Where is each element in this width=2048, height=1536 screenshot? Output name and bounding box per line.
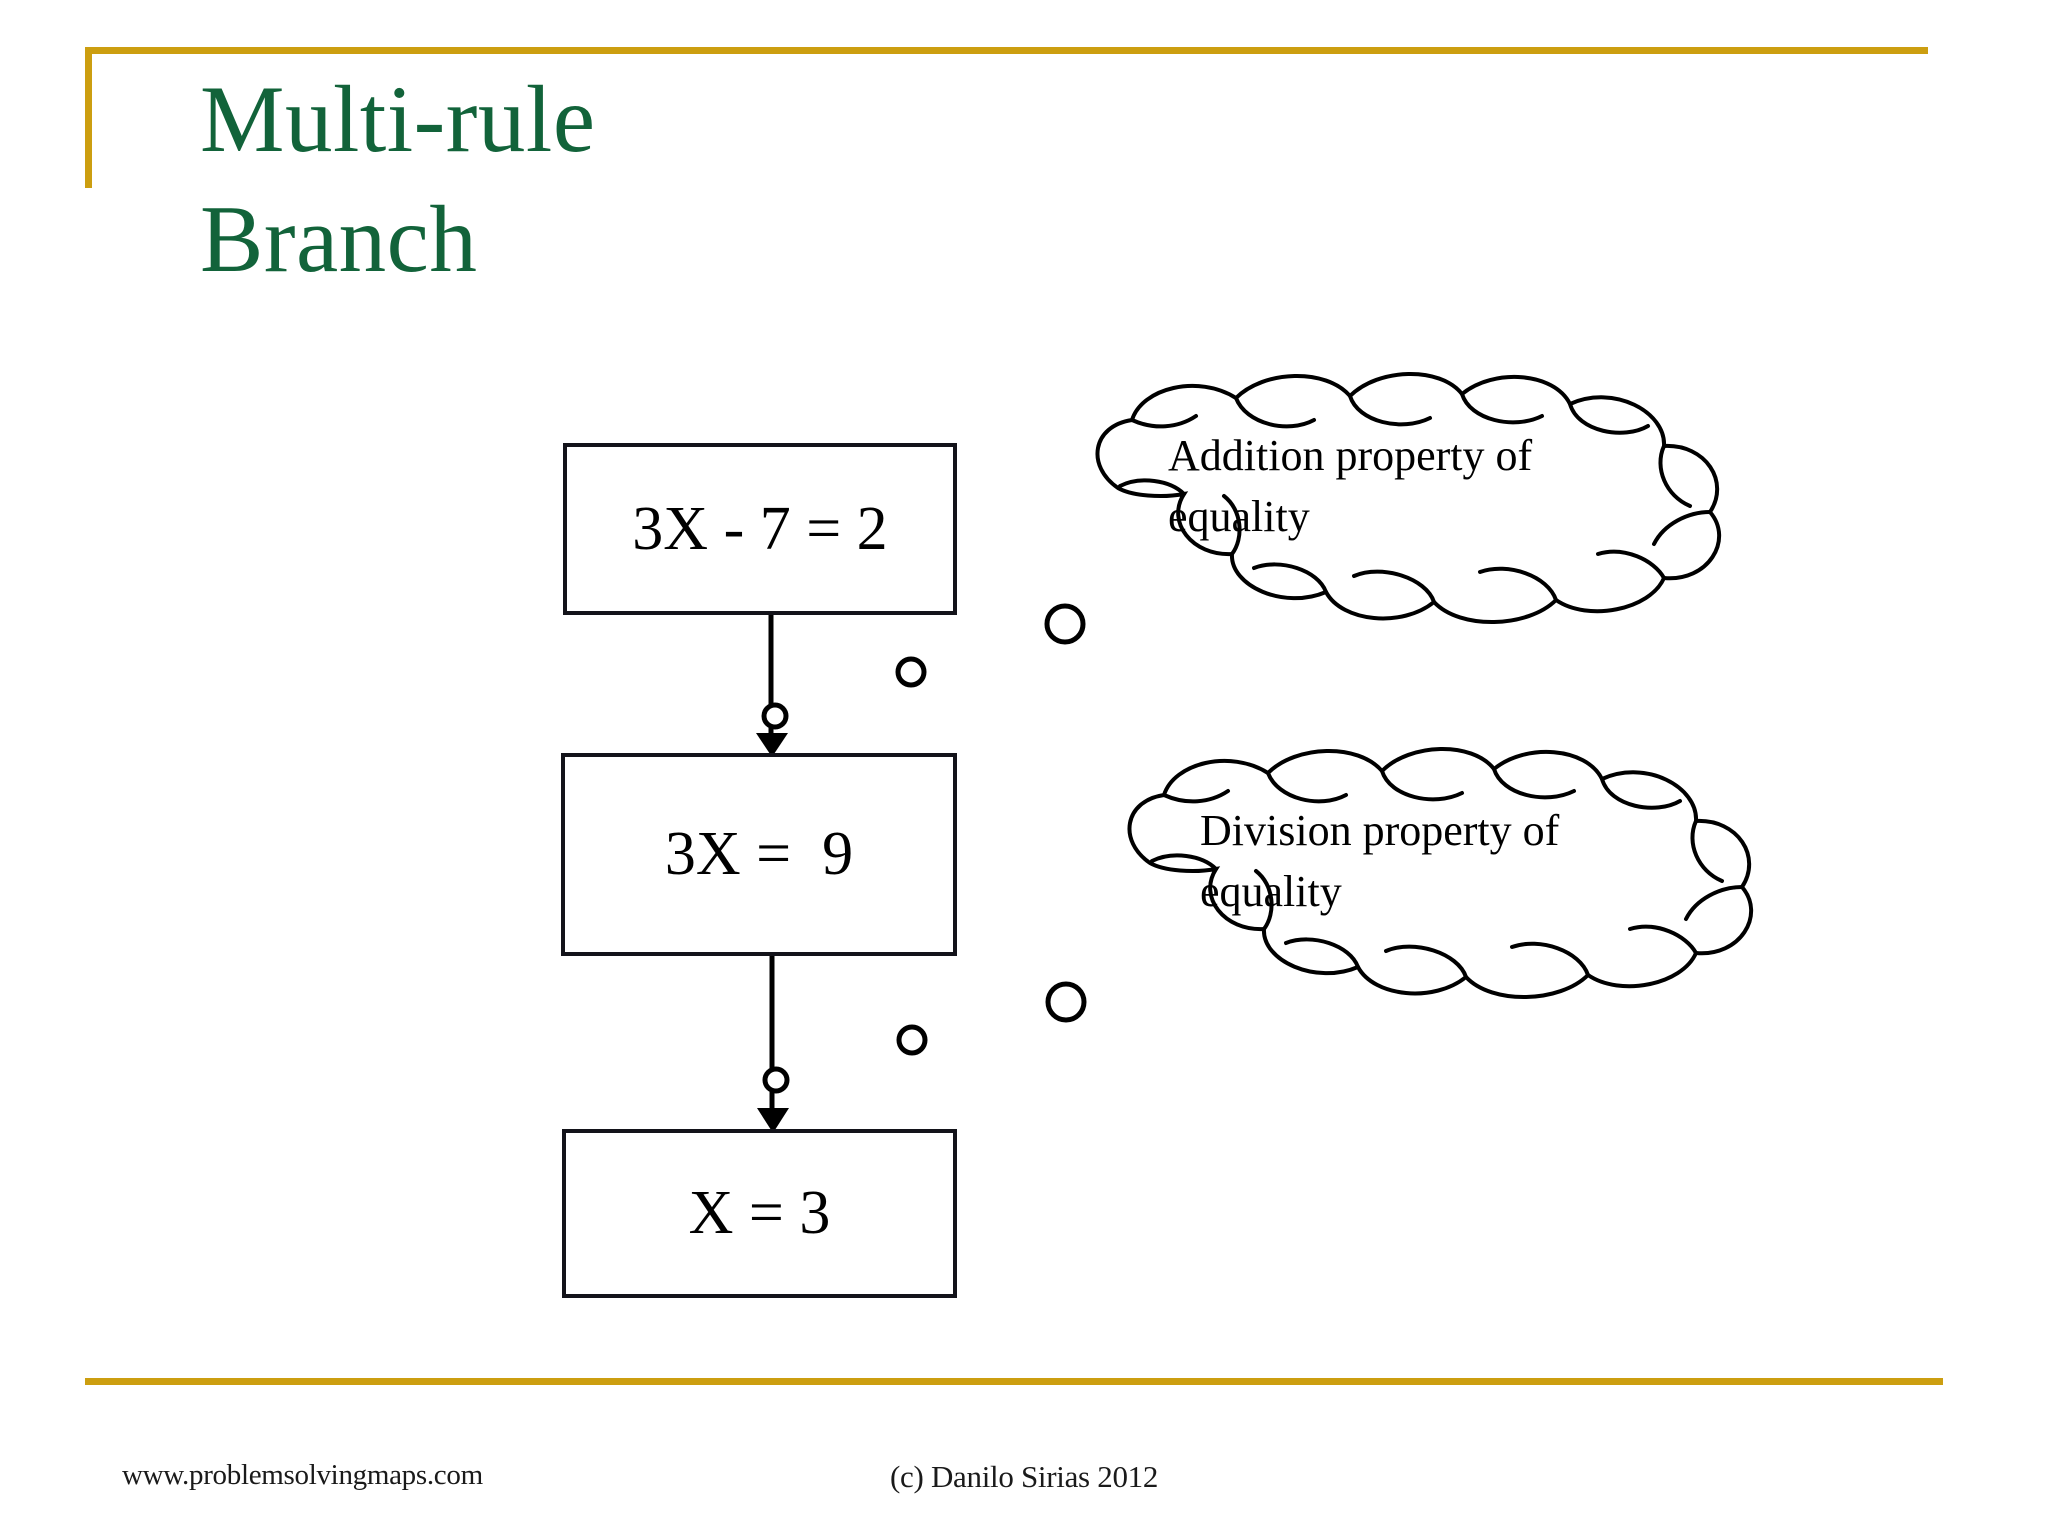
flow-box-equation-1[interactable]: 3X - 7 = 2 [563,443,957,615]
slide-title: Multi-rule Branch [200,66,596,292]
flow-box-equation-3[interactable]: X = 3 [562,1129,957,1298]
cloud-shape-icon [1127,747,1754,999]
accent-rule-top-horizontal [85,47,1928,54]
cloud-shape-icon [1095,372,1722,624]
accent-rule-top-vertical [85,47,92,188]
connector-ellipse-marker-2 [762,1066,790,1094]
cloud-label-division: Division property of equality [1200,806,1560,916]
thought-cloud-addition[interactable]: Addition property of equality [1058,370,1858,630]
connector-ellipse-marker-1 [761,702,789,730]
cloud-label-addition: Addition property of equality [1168,431,1533,541]
connector-box1-to-box2 [756,615,789,757]
thought-tail-large-circle-lower [1045,981,1087,1023]
thought-tail-small-circle-upper [895,656,927,688]
flow-box-equation-2[interactable]: 3X = 9 [561,753,957,956]
footer-copyright: (c) Danilo Sirias 2012 [890,1459,1159,1494]
accent-rule-bottom-horizontal [85,1378,1943,1385]
thought-tail-small-circle-lower [896,1024,928,1056]
thought-cloud-division[interactable]: Division property of equality [1090,745,1890,1005]
connector-box2-to-box3 [757,956,790,1133]
footer-website: www.problemsolvingmaps.com [122,1459,483,1491]
